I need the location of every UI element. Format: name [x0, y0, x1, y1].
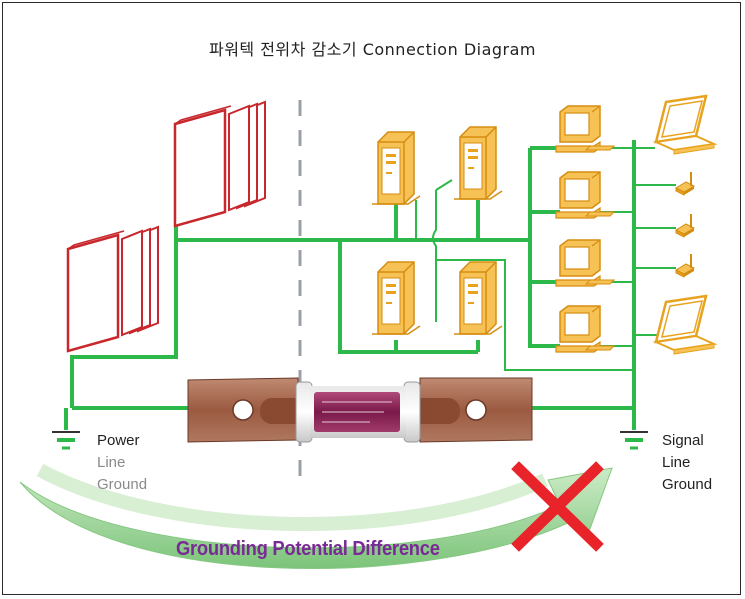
desktop-pc-icon: [555, 105, 615, 153]
wireless-ap-icon: [675, 171, 695, 196]
fuse-icon: [187, 377, 533, 443]
ground-symbol-icon: [50, 430, 82, 450]
tower-pc-icon: [371, 261, 421, 335]
wireless-ap-icon: [675, 253, 695, 278]
ground-symbol-icon: [618, 430, 650, 450]
laptop-icon: [654, 94, 716, 156]
server-rack-icon: [173, 100, 267, 228]
page-title: 파워텍 전위차 감소기 Connection Diagram: [208, 40, 537, 59]
signal-line-ground-word-2: Line: [662, 454, 691, 471]
laptop-icon: [654, 294, 716, 356]
grounding-potential-difference-label: Grounding Potential Difference: [176, 538, 440, 560]
power-line-ground-word-1: Power: [97, 432, 140, 449]
power-line-ground-word-2: Line: [97, 454, 126, 471]
signal-line-ground-word-3: Ground: [662, 476, 713, 493]
tower-pc-icon: [453, 126, 503, 200]
signal-wiring: [415, 147, 676, 371]
power-line-ground-label: Power Line Ground: [97, 430, 147, 496]
tower-pc-icon: [453, 261, 503, 335]
grounding-arrow: [19, 463, 613, 570]
cross-icon: [511, 461, 604, 552]
power-line-ground-word-3: Ground: [97, 476, 148, 493]
tower-pc-icon: [371, 131, 421, 205]
desktop-pc-icon: [555, 239, 615, 287]
signal-line-ground-word-1: Signal: [662, 432, 704, 449]
server-rack-icon: [66, 225, 160, 353]
wireless-ap-icon: [675, 213, 695, 238]
wiring: [64, 140, 636, 430]
signal-line-ground-label: Signal Line Ground: [662, 430, 712, 496]
